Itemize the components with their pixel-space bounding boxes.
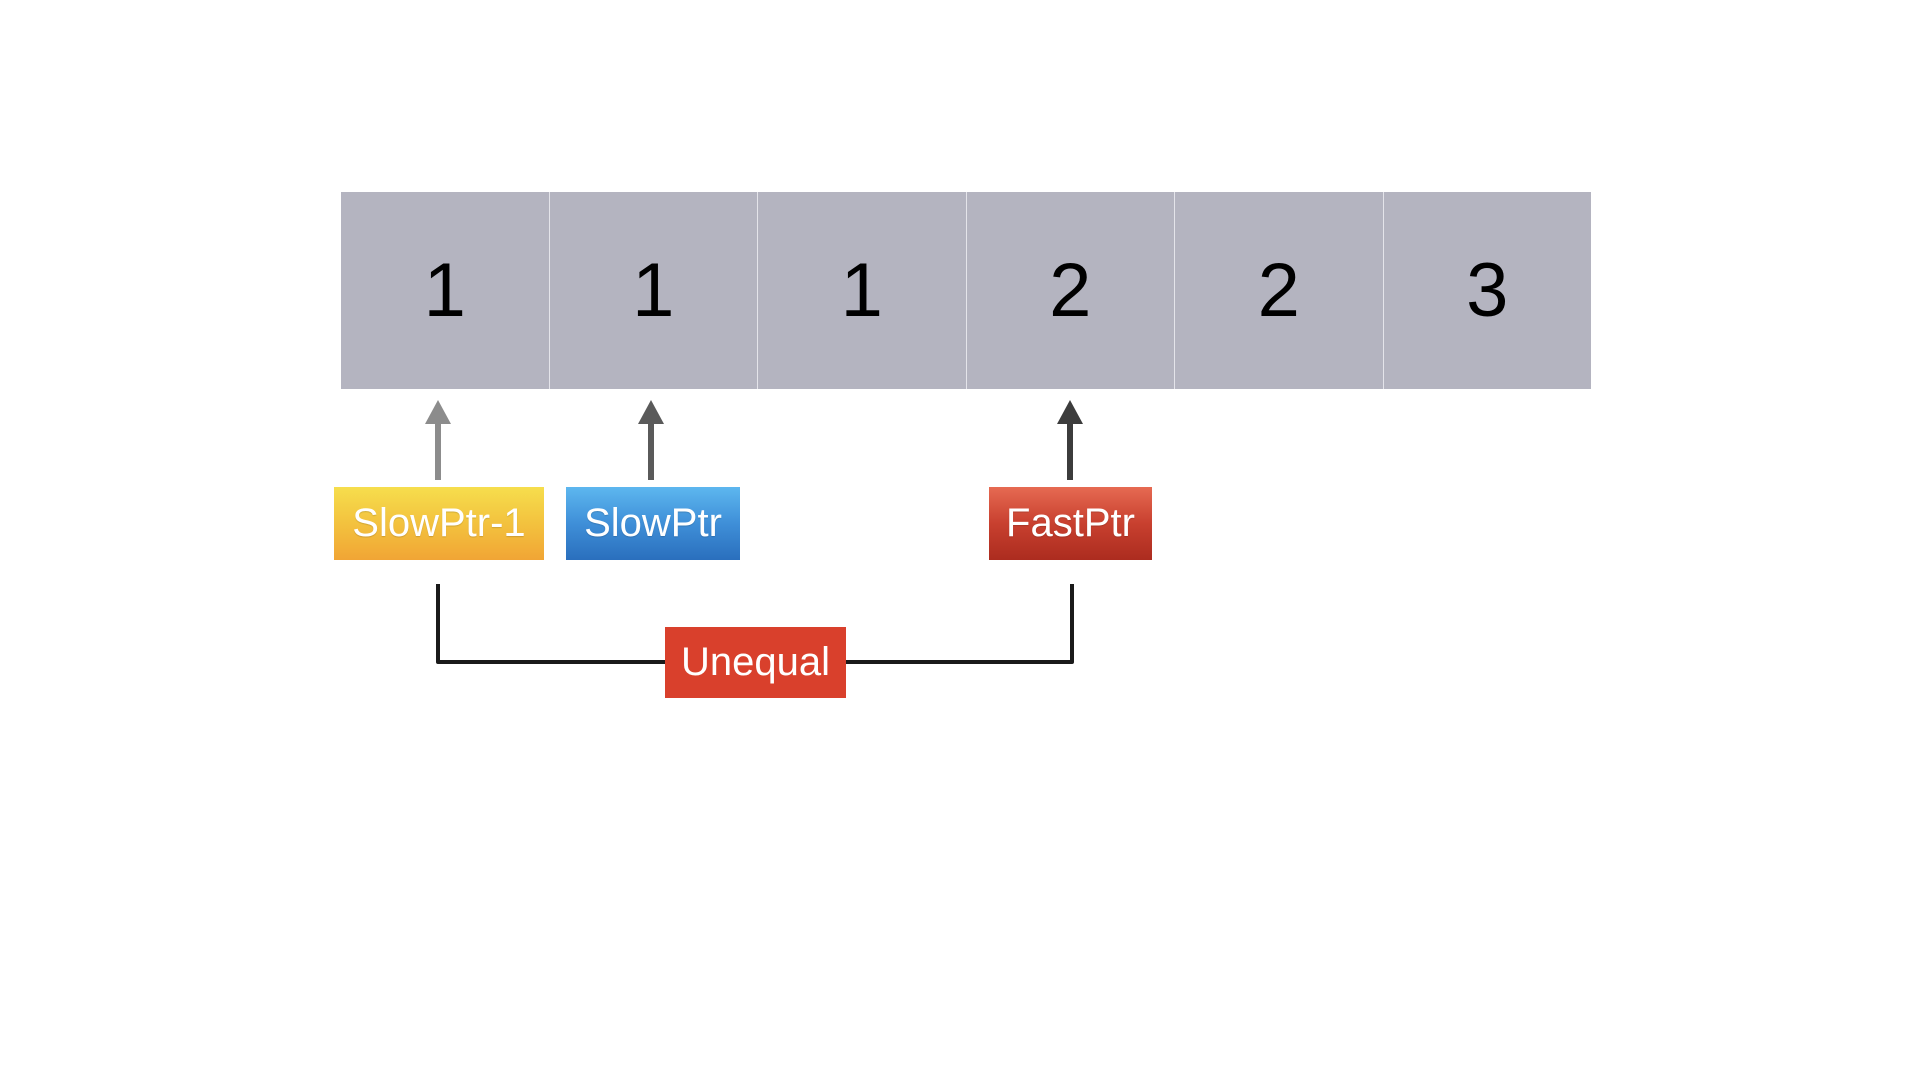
fast-pointer-arrow — [1057, 400, 1083, 480]
prev-pointer-arrow — [425, 400, 451, 480]
array-cell-3: 2 — [967, 192, 1175, 389]
array-cell-1: 1 — [550, 192, 758, 389]
fastptr-label: FastPtr — [989, 487, 1152, 560]
unequal-badge: Unequal — [665, 627, 846, 698]
array-cell-5: 3 — [1466, 248, 1509, 333]
array: 1 1 1 2 2 3 — [341, 192, 1591, 389]
array-cell-4: 2 — [1175, 192, 1384, 389]
array-cell-2: 1 — [758, 192, 967, 389]
slow-pointer-arrow — [638, 400, 664, 480]
slowptr-minus-one-label: SlowPtr-1 — [334, 487, 544, 560]
array-cell-0: 1 — [341, 192, 550, 389]
slowptr-label: SlowPtr — [566, 487, 740, 560]
